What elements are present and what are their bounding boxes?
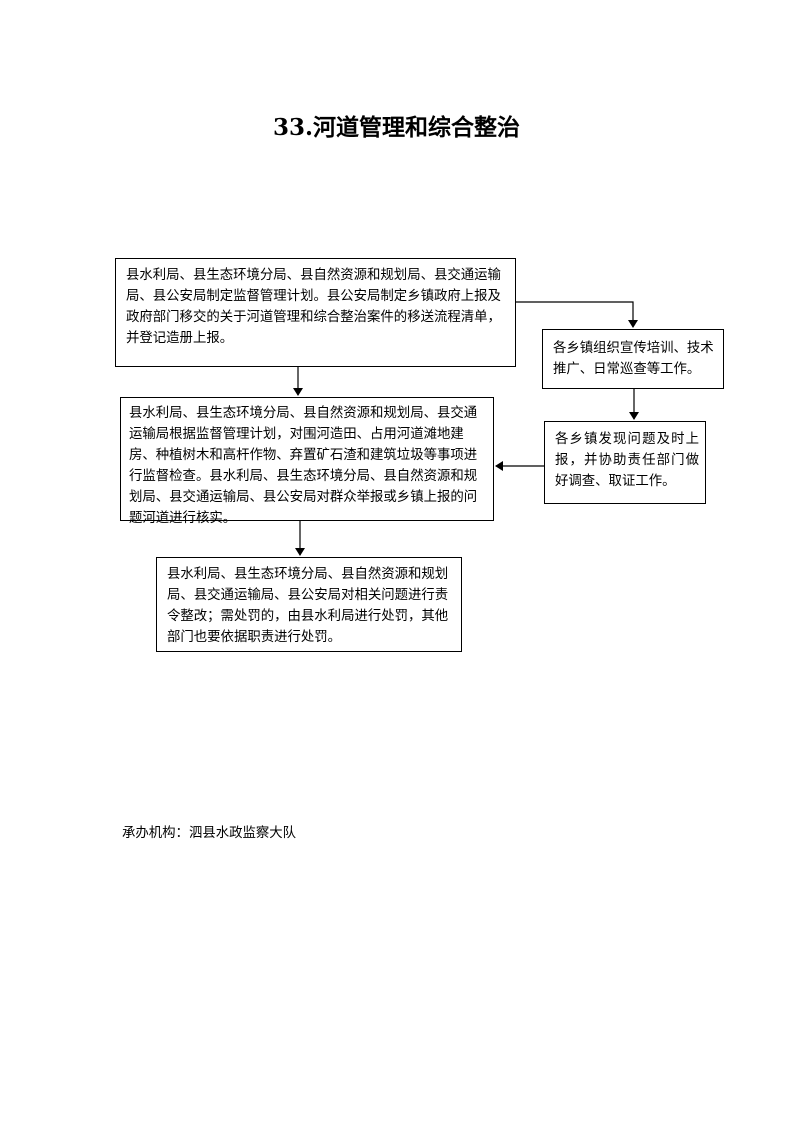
plan-box: 县水利局、县生态环境分局、县自然资源和规划局、县交通运输局、县公安局制定监督管理… [115,258,516,367]
organizer-name: 泗县水政监察大队 [188,826,297,841]
organizer-footer: 承办机构：泗县水政监察大队 [122,824,296,844]
arrow-plan-to-training [516,301,638,328]
township-training-text: 各乡镇组织宣传培训、技术推广、日常巡查等工作。 [553,341,714,377]
township-report-box: 各乡镇发现问题及时上报，并协助责任部门做好调查、取证工作。 [544,421,706,504]
organizer-label: 承办机构： [122,826,189,841]
township-training-box: 各乡镇组织宣传培训、技术推广、日常巡查等工作。 [542,329,724,389]
rectify-text: 县水利局、县生态环境分局、县自然资源和规划局、县交通运输局、县公安局对相关问题进… [167,567,449,645]
township-report-text: 各乡镇发现问题及时上报，并协助责任部门做好调查、取证工作。 [555,432,699,489]
supervise-text: 县水利局、县生态环境分局、县自然资源和规划局、县交通运输局根据监督管理计划，对围… [129,406,478,526]
plan-text: 县水利局、县生态环境分局、县自然资源和规划局、县交通运输局、县公安局制定监督管理… [126,268,501,346]
rectify-box: 县水利局、县生态环境分局、县自然资源和规划局、县交通运输局、县公安局对相关问题进… [156,557,462,652]
page-title: 33.河道管理和综合整治 [272,114,520,141]
supervise-box: 县水利局、县生态环境分局、县自然资源和规划局、县交通运输局根据监督管理计划，对围… [120,397,494,526]
